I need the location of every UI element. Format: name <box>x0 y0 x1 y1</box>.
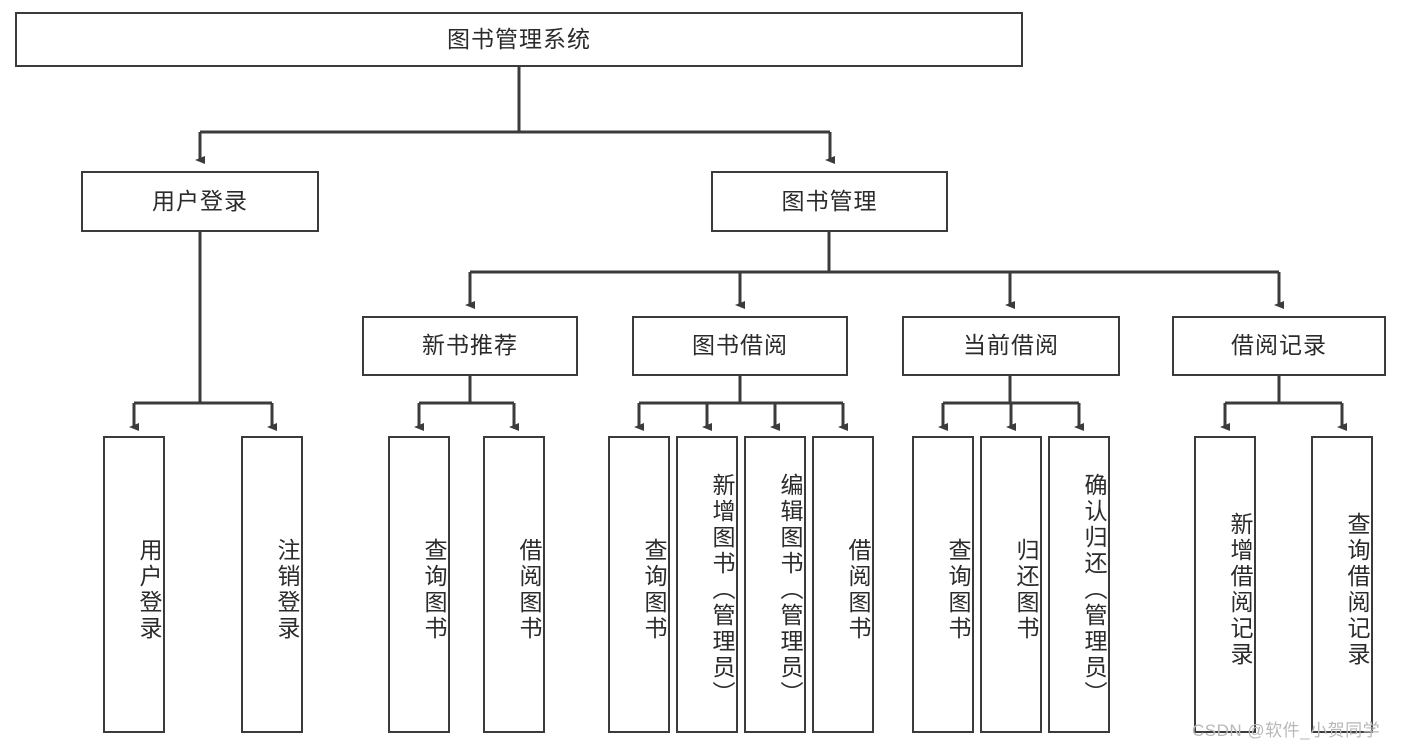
node-leaf-query-book-2-label: 查询图书 <box>641 537 667 642</box>
node-leaf-user-login[interactable]: 用户登录 <box>103 436 165 733</box>
node-book-borrow[interactable]: 图书借阅 <box>632 316 848 376</box>
node-current-borrow-label: 当前借阅 <box>963 332 1059 359</box>
node-leaf-borrow-book-1[interactable]: 借阅图书 <box>483 436 545 733</box>
node-leaf-return-book[interactable]: 归还图书 <box>980 436 1042 733</box>
node-root-label: 图书管理系统 <box>447 25 591 52</box>
node-leaf-user-logout[interactable]: 注销登录 <box>241 436 303 733</box>
node-leaf-borrow-book-1-label: 借阅图书 <box>516 537 542 642</box>
node-leaf-edit-book[interactable]: 编辑图书（管理员） <box>744 436 806 733</box>
node-leaf-query-book-1[interactable]: 查询图书 <box>388 436 450 733</box>
node-leaf-confirm-return-label: 确认归还（管理员） <box>1081 472 1107 707</box>
node-user-login-label: 用户登录 <box>152 187 248 214</box>
node-book-management[interactable]: 图书管理 <box>711 171 948 232</box>
node-leaf-return-book-label: 归还图书 <box>1013 537 1039 642</box>
node-leaf-user-login-label: 用户登录 <box>136 537 162 642</box>
node-new-book-recommend[interactable]: 新书推荐 <box>362 316 578 376</box>
node-book-borrow-label: 图书借阅 <box>692 332 788 359</box>
node-leaf-add-borrow-record-label: 新增借阅记录 <box>1227 511 1253 668</box>
node-borrow-record-label: 借阅记录 <box>1231 332 1327 359</box>
node-leaf-query-book-2[interactable]: 查询图书 <box>608 436 670 733</box>
node-leaf-user-logout-label: 注销登录 <box>274 537 300 642</box>
node-book-management-label: 图书管理 <box>781 187 878 214</box>
node-leaf-query-book-3-label: 查询图书 <box>945 537 971 642</box>
node-leaf-query-borrow-record[interactable]: 查询借阅记录 <box>1311 436 1373 733</box>
node-leaf-edit-book-label: 编辑图书（管理员） <box>777 472 803 707</box>
node-borrow-record[interactable]: 借阅记录 <box>1172 316 1386 376</box>
node-leaf-query-borrow-record-label: 查询借阅记录 <box>1344 511 1370 668</box>
node-leaf-add-book[interactable]: 新增图书（管理员） <box>676 436 738 733</box>
node-root[interactable]: 图书管理系统 <box>15 12 1023 67</box>
node-leaf-borrow-book-2-label: 借阅图书 <box>845 537 871 642</box>
node-new-book-recommend-label: 新书推荐 <box>422 332 518 359</box>
node-leaf-borrow-book-2[interactable]: 借阅图书 <box>812 436 874 733</box>
node-leaf-add-borrow-record[interactable]: 新增借阅记录 <box>1194 436 1256 733</box>
node-leaf-query-book-1-label: 查询图书 <box>421 537 447 642</box>
node-user-login[interactable]: 用户登录 <box>81 171 319 232</box>
node-leaf-confirm-return[interactable]: 确认归还（管理员） <box>1048 436 1110 733</box>
node-current-borrow[interactable]: 当前借阅 <box>902 316 1120 376</box>
node-leaf-query-book-3[interactable]: 查询图书 <box>912 436 974 733</box>
node-leaf-add-book-label: 新增图书（管理员） <box>709 472 735 707</box>
